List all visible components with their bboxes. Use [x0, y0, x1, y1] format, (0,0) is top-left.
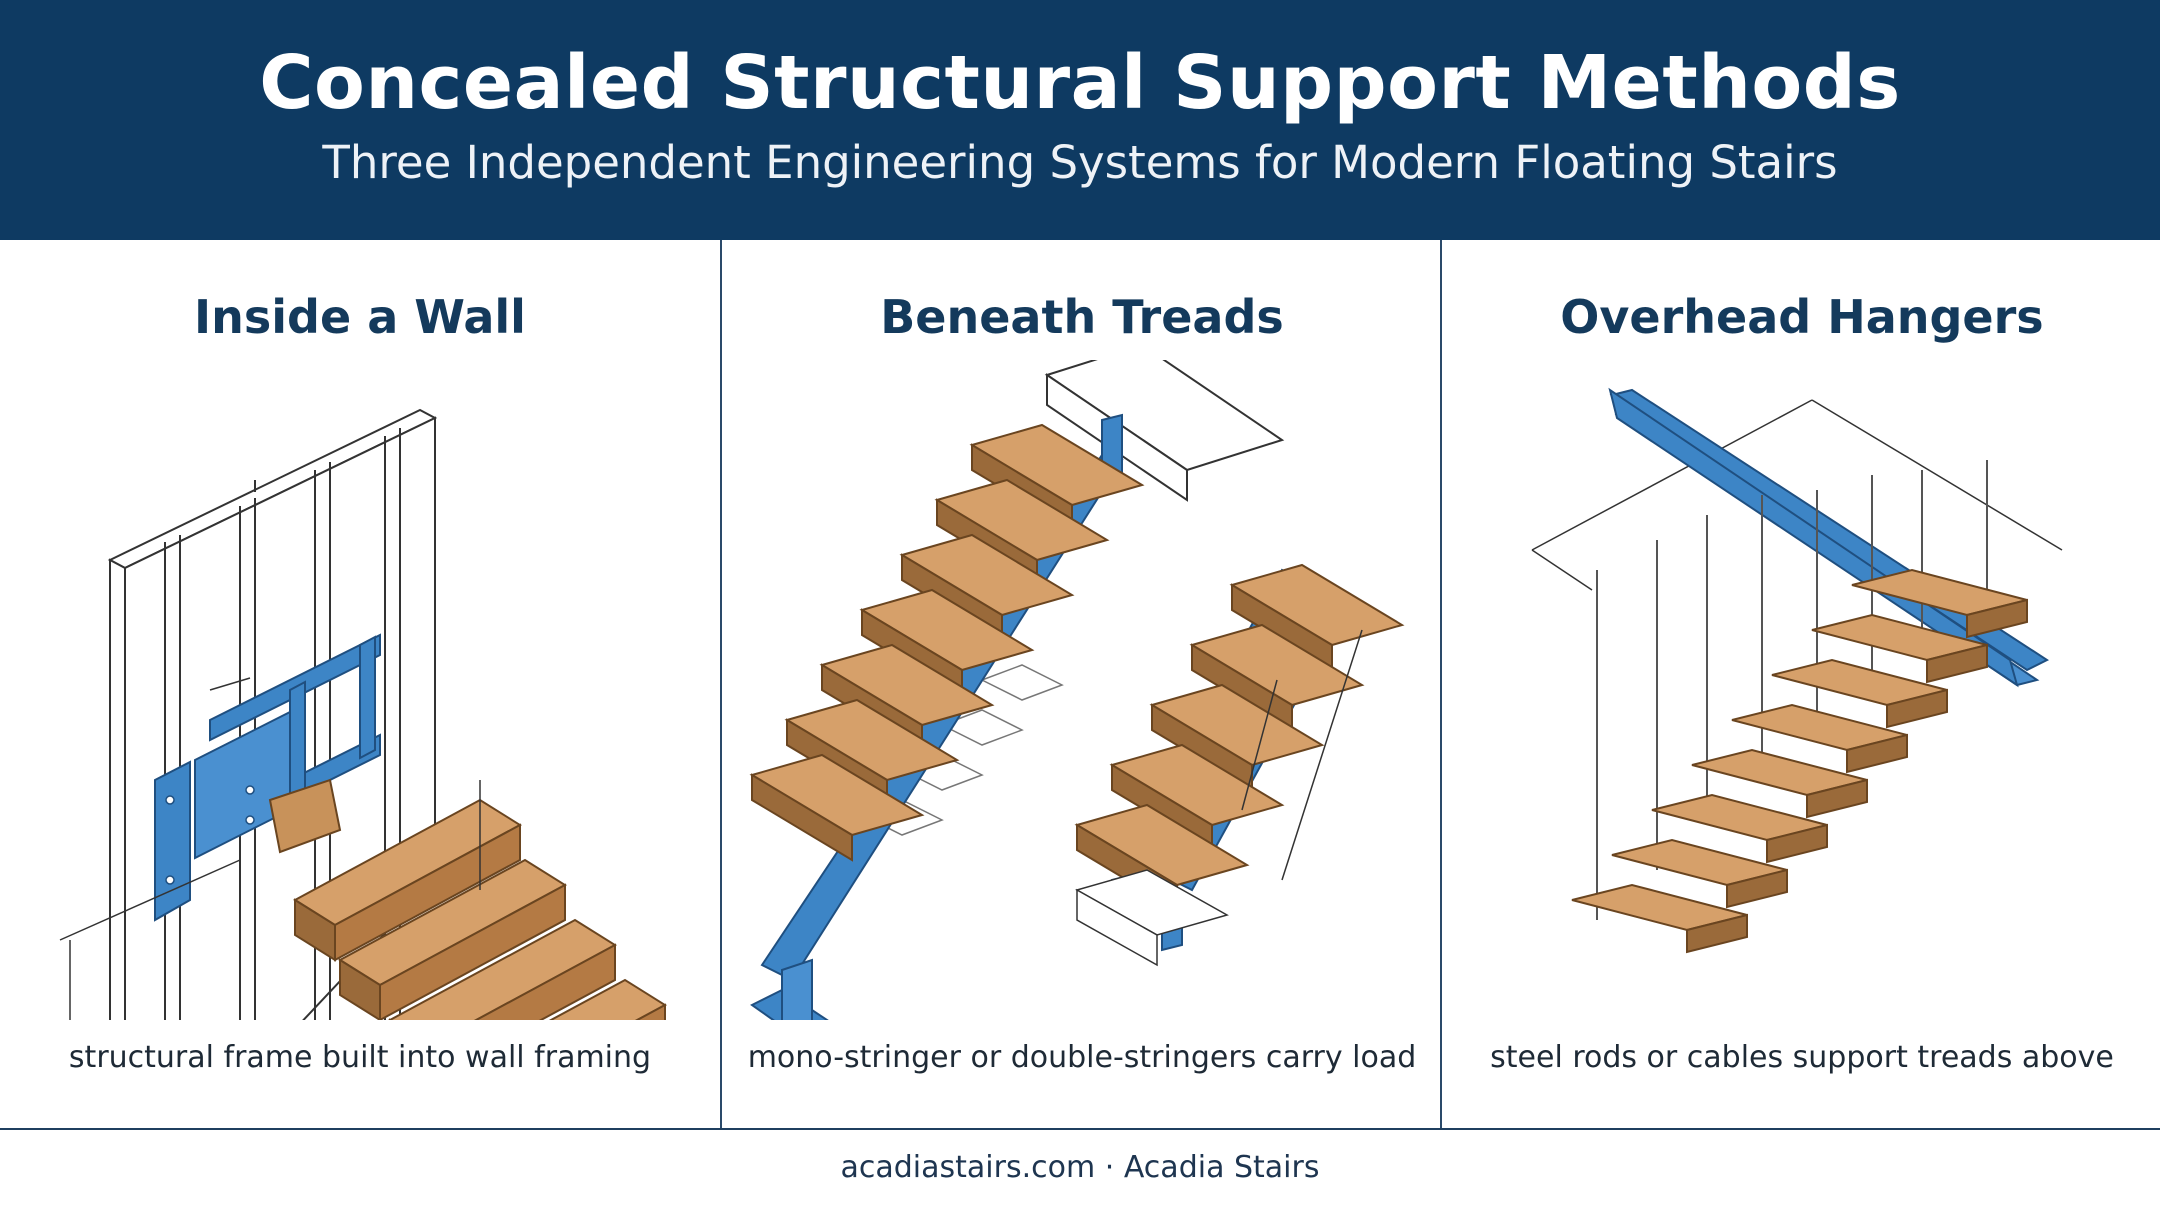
panel-title: Inside a Wall [194, 290, 526, 344]
footer-attribution: acadiastairs.com · Acadia Stairs [840, 1150, 1320, 1185]
panel-title: Beneath Treads [880, 290, 1284, 344]
wall-mounted-stair-illustration [59, 408, 667, 1020]
header-banner: Concealed Structural Support Methods Thr… [0, 0, 2160, 240]
panel-caption: mono-stringer or double-stringers carry … [747, 1040, 1417, 1075]
panel-inside-wall: Inside a Wall [0, 240, 720, 1128]
panel-caption: structural frame built into wall framing [68, 1040, 652, 1075]
hanging-rod-stair-illustration [1531, 387, 2063, 954]
panels-container: Inside a Wall [0, 240, 2160, 1130]
page-subtitle: Three Independent Engineering Systems fo… [322, 136, 1838, 189]
stringer-stair-illustration [749, 360, 1405, 1020]
panel-beneath-treads: Beneath Treads [720, 240, 1442, 1128]
panel-title: Overhead Hangers [1560, 290, 2044, 344]
page-title: Concealed Structural Support Methods [259, 40, 1901, 126]
panel-caption: steel rods or cables support treads abov… [1490, 1040, 2114, 1075]
panel-overhead-hangers: Overhead Hangers [1440, 240, 2160, 1128]
